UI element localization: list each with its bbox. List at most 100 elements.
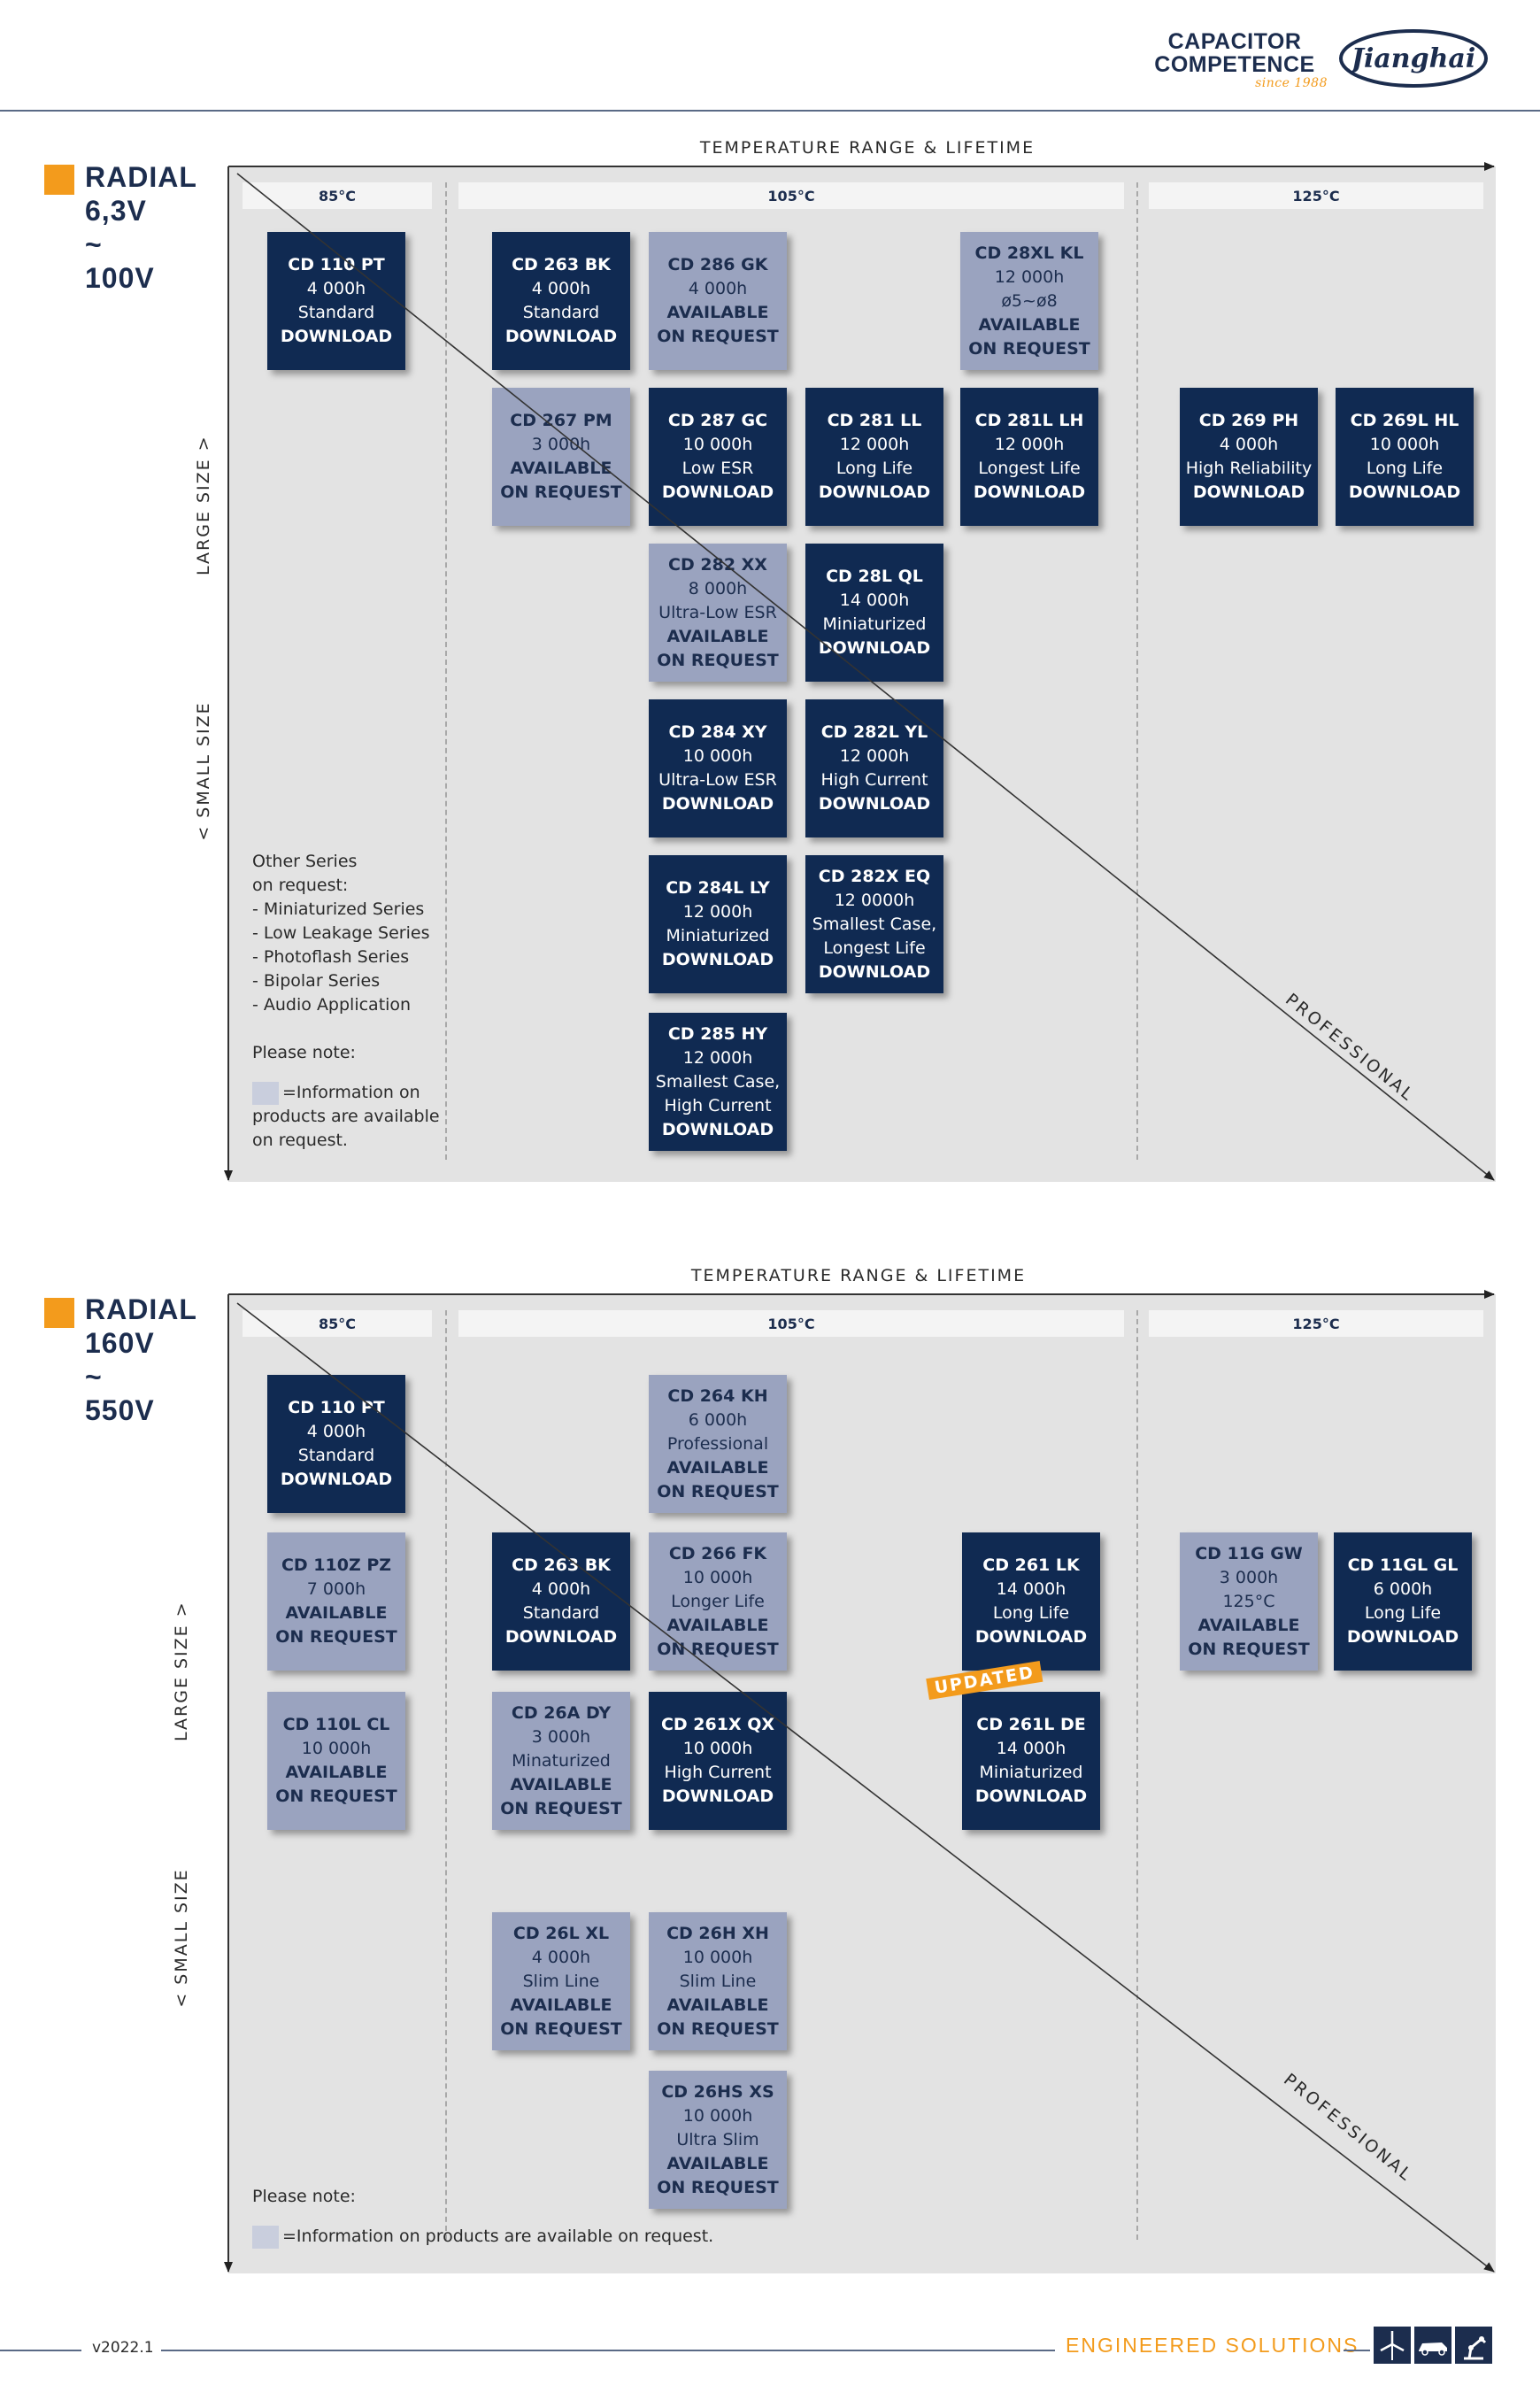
download-link[interactable]: DOWNLOAD [818,961,931,982]
download-link[interactable]: DOWNLOAD [661,1119,774,1139]
legend-swatch [252,2225,279,2249]
product-name: CD 261X QX [660,1715,775,1734]
download-link[interactable]: DOWNLOAD [661,950,774,969]
product-name: CD 266 FK [668,1543,767,1563]
product-name: CD 264 KH [667,1385,768,1406]
jianghai-logo[interactable]: Jianghai [1338,28,1489,89]
download-link[interactable]: DOWNLOAD [1348,482,1461,502]
product-detail: High Reliability [1185,459,1313,478]
product-detail: 8 000h [688,578,748,598]
download-link[interactable]: DOWNLOAD [661,794,774,814]
product-detail: 12 000h [682,902,753,922]
product-detail: 10 000h [682,435,753,454]
legend-text: products are available [252,1107,440,1126]
download-link[interactable]: DOWNLOAD [974,1787,1088,1806]
product-name: CD 28L QL [826,567,923,586]
download-link[interactable]: DOWNLOAD [280,327,393,346]
download-link[interactable]: DOWNLOAD [661,1787,774,1806]
product-detail: 4 000h [531,1579,591,1599]
product-detail: 4 000h [531,1947,591,1967]
download-link[interactable]: DOWNLOAD [973,482,1086,502]
download-link[interactable]: DOWNLOAD [974,1627,1088,1647]
product-name: CD 284 XY [668,722,767,742]
legend-text: =Information on [282,1083,420,1102]
product-detail: Longer Life [671,1591,765,1611]
section2-title-line: ~ [85,1361,103,1393]
download-link[interactable]: DOWNLOAD [504,327,618,346]
product-detail: Ultra Slim [676,2129,759,2149]
download-link[interactable]: DOWNLOAD [818,638,931,658]
product-detail: 3 000h [1219,1567,1279,1587]
section2-title: RADIAL 160V ~ 550V [85,1293,227,1427]
product-detail: Standard [297,303,375,322]
section1-temp-125: 125°C [1149,182,1483,209]
product-name: CD 26HS XS [661,2081,774,2102]
section2-small-size-label: < SMALL SIZE [172,1868,191,2008]
section1-divider-85-105 [445,182,447,1160]
product-name: CD 11GL GL [1347,1555,1459,1575]
product-detail: 12 000h [994,266,1065,287]
product-detail: Long Life [835,459,913,478]
product-name: CD 11G GW [1195,1543,1303,1563]
download-link[interactable]: DOWNLOAD [504,1627,618,1647]
product-detail: ø5~ø8 [1001,290,1058,311]
product-name: CD 110Z PZ [281,1555,392,1575]
product-name: CD 263 BK [512,255,611,274]
download-link[interactable]: DOWNLOAD [280,1470,393,1489]
download-link[interactable]: DOWNLOAD [818,794,931,814]
download-link[interactable]: DOWNLOAD [1192,482,1305,502]
section1-marker [44,165,74,195]
download-link[interactable]: DOWNLOAD [818,482,931,502]
download-link[interactable]: DOWNLOAD [661,482,774,502]
product-detail: 6 000h [1373,1579,1433,1599]
section2-temp-125: 125°C [1149,1310,1483,1337]
section2-temperature-title: TEMPERATURE RANGE & LIFETIME [690,1266,1027,1285]
product-name: CD 26L XL [512,1923,610,1943]
logo-oval-icon [1339,29,1488,88]
product-name: CD 286 GK [667,255,768,274]
logo-wordmark: Jianghai [1351,42,1476,74]
section2-divider-105-125 [1136,1310,1138,2240]
product-name: CD 263 BK [512,1555,611,1575]
download-link[interactable]: DOWNLOAD [1346,1627,1459,1647]
product-detail: Miniaturized [666,926,770,945]
please-note: Please note: [252,1043,356,1062]
product-name: CD 282X EQ [818,866,931,886]
product-detail: 12 000h [682,1047,753,1068]
available-on-request-label: AVAILABLE ON REQUEST [657,626,779,670]
product-detail: 10 000h [301,1739,372,1758]
product-name: CD 261L DE [976,1715,1086,1734]
note-line: on request: [252,876,349,895]
